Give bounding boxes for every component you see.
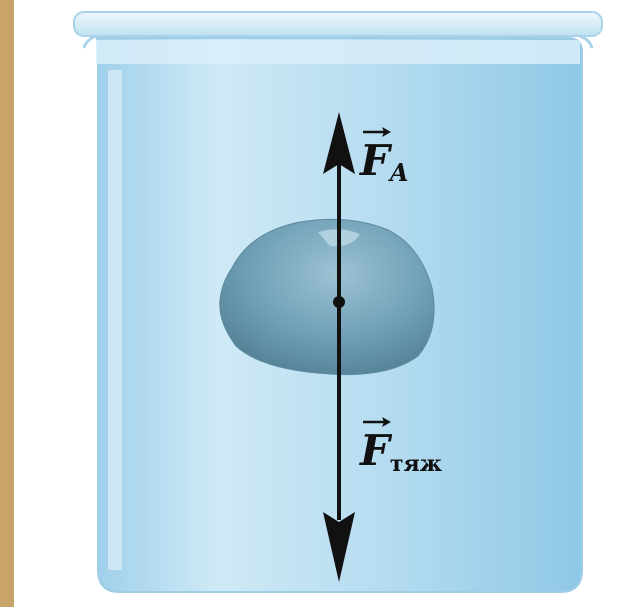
buoyant-force-subscript: A (389, 158, 409, 187)
vector-arrow-icon (363, 417, 391, 427)
down-arrow-icon (323, 512, 355, 582)
up-arrow-icon (323, 112, 355, 174)
buoyant-force-label: FA (360, 127, 408, 185)
gravity-force-symbol: F (360, 426, 390, 475)
buoyant-force-symbol: F (360, 136, 390, 185)
gravity-force-subscript: тяж (389, 451, 442, 477)
stone-icon (219, 218, 435, 376)
center-of-mass-point (333, 296, 345, 308)
vector-arrow-icon (363, 127, 391, 137)
gravity-force-label: Fтяж (360, 417, 442, 475)
